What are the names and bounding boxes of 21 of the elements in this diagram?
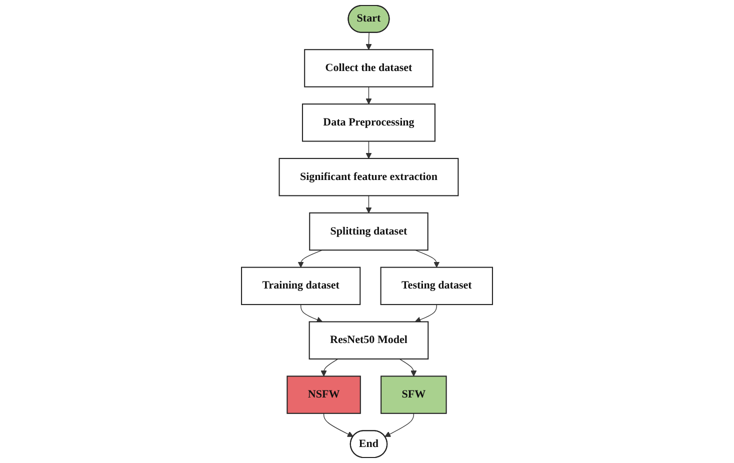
arrow [414,304,437,323]
arrow [323,413,354,437]
arrow [366,140,372,159]
node-box: Significant feature extraction [278,158,459,196]
arrow [384,413,414,437]
node-box: SFW [380,376,447,414]
arrow [366,195,372,214]
arrow [298,250,323,268]
node-box: Training dataset [241,266,361,306]
arrow [366,32,372,50]
node-box: ResNet50 Model [308,321,429,360]
arrow [399,358,417,376]
node-box: Data Preprocessing [302,104,436,142]
node-box: Splitting dataset [309,212,428,251]
arrow [300,304,323,323]
arrow [366,86,372,104]
arrow [320,358,338,376]
node-box: NSFW [286,376,361,414]
node-box: Collect the dataset [304,49,434,88]
node-box: Testing dataset [380,266,493,306]
arrow [414,250,440,268]
